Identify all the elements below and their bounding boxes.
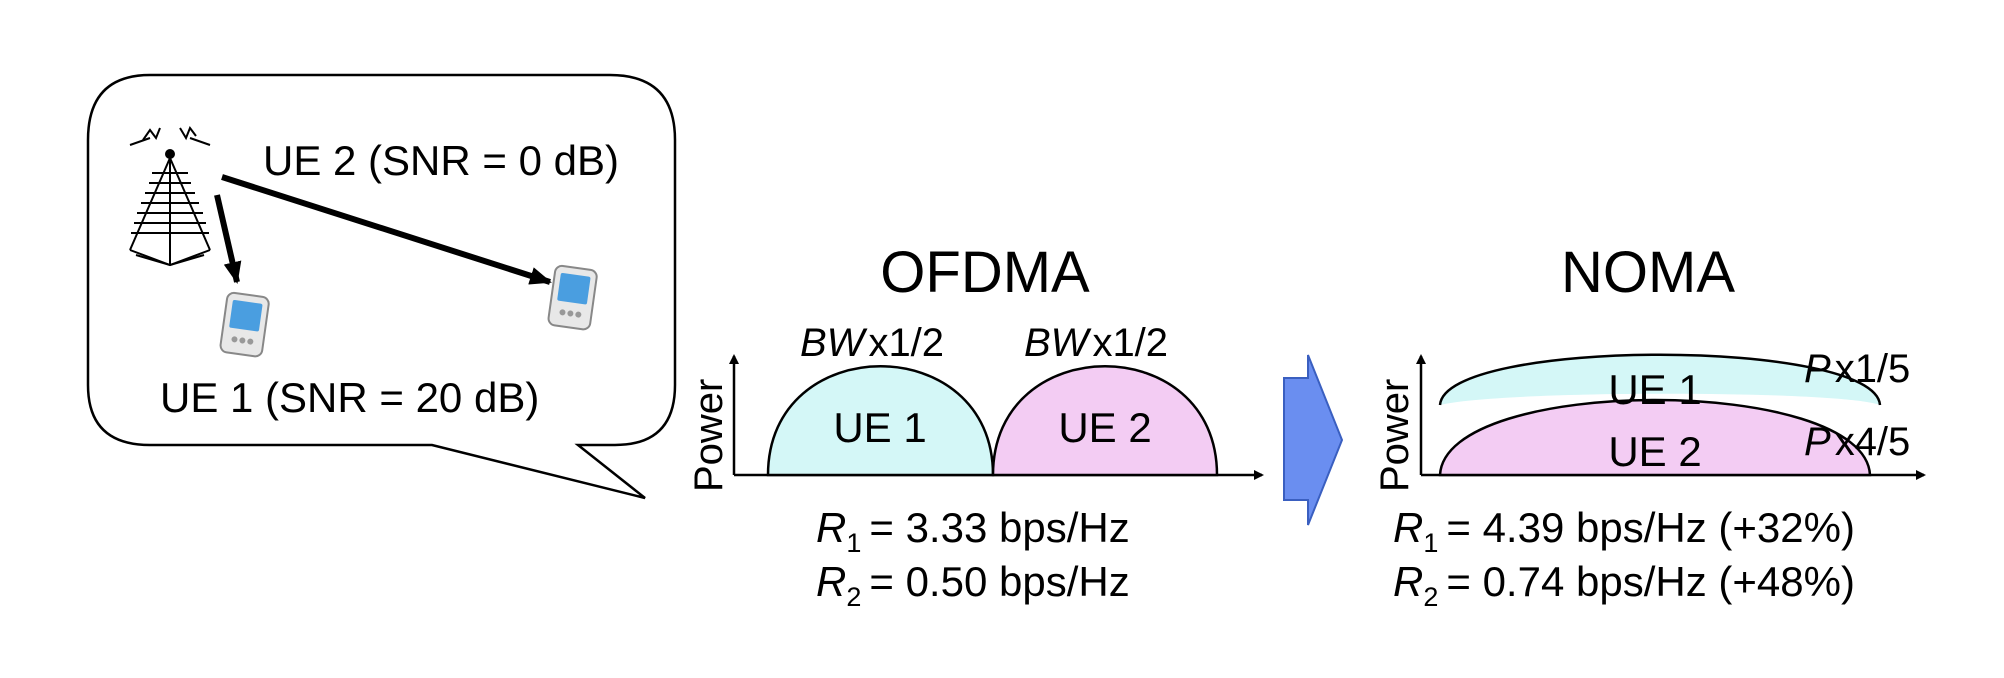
ofdma-ue1-band <box>766 365 995 477</box>
ofdma-rate-r1: R1= 3.33 bps/Hz <box>816 504 1130 558</box>
ue1-snr-label: UE 1 (SNR = 20 dB) <box>160 374 539 421</box>
ofdma-rate-r2: R2= 0.50 bps/Hz <box>816 558 1130 612</box>
scenario-bubble: UE 2 (SNR = 0 dB) UE 1 (SNR = 20 dB) <box>86 73 677 500</box>
noma-power-axis-label: Power <box>1373 379 1417 492</box>
noma-title: NOMA <box>1561 240 1735 305</box>
noma-rate-r2: R2= 0.74 bps/Hz (+48%) <box>1393 558 1855 612</box>
ofdma-ue1-label: UE 1 <box>833 404 926 451</box>
base-station-tower-icon <box>129 125 211 267</box>
noma-ue1-label: UE 1 <box>1608 366 1701 413</box>
link-arrow-ue2 <box>221 174 552 285</box>
noma-ue2-label: UE 2 <box>1608 428 1701 475</box>
ue2-snr-label: UE 2 (SNR = 0 dB) <box>263 137 619 184</box>
noma-rate-r1: R1= 4.39 bps/Hz (+32%) <box>1393 504 1855 558</box>
link-arrow-ue1 <box>214 194 242 284</box>
noma-ue2-band <box>1438 398 1872 477</box>
noma-ue1-band <box>1440 354 1880 405</box>
noma-ue1-band-outline <box>1438 353 1882 406</box>
transition-arrow-icon <box>1283 354 1344 526</box>
ofdma-title: OFDMA <box>880 240 1090 305</box>
ofdma-power-axis-label: Power <box>687 379 731 492</box>
phone-icon <box>547 264 598 331</box>
ofdma-ue2-band <box>991 365 1219 477</box>
phone-icon <box>219 291 270 358</box>
ofdma-ue2-label: UE 2 <box>1058 404 1151 451</box>
